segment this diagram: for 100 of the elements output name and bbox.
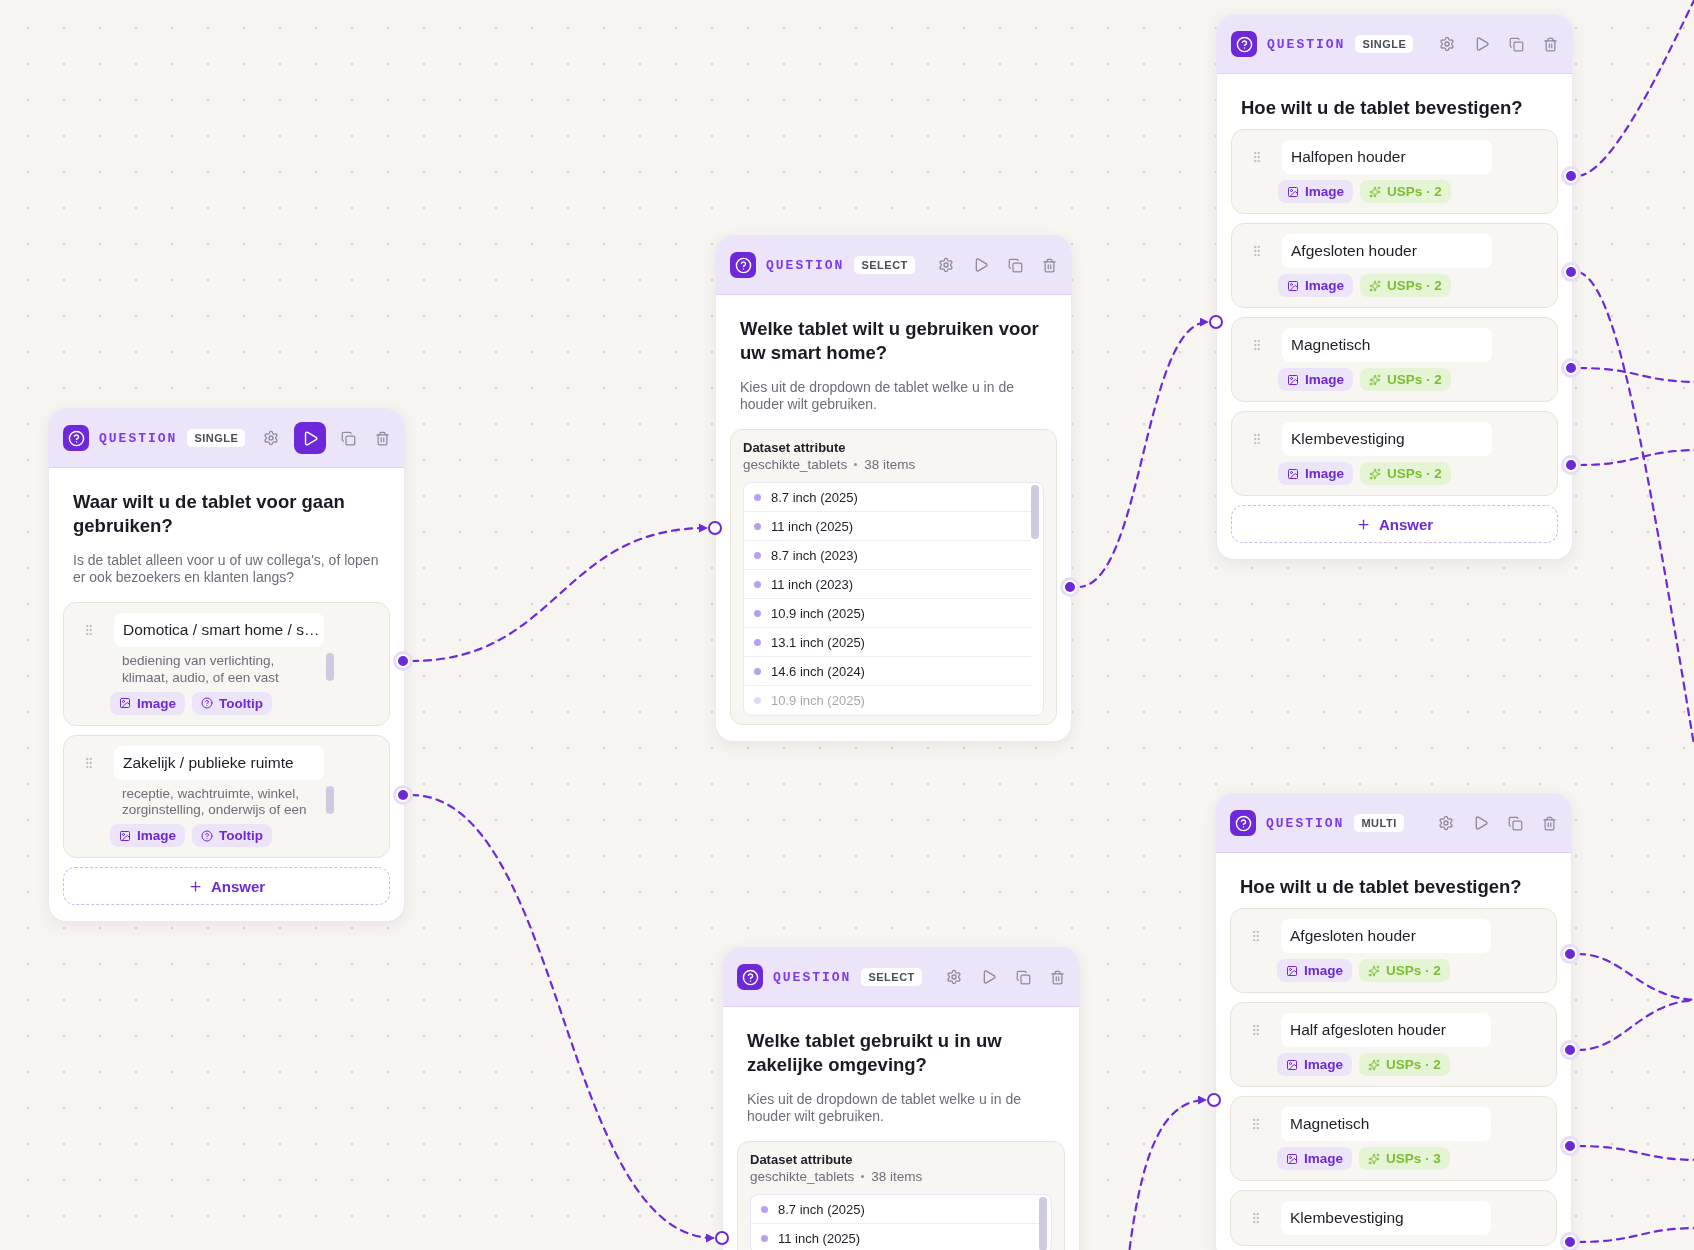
node-type-label: QUESTION <box>766 257 845 273</box>
image-tag: Image <box>1278 274 1354 298</box>
list-item-text: 10.9 inch (2025) <box>771 692 865 708</box>
add-answer-button: Answer <box>1231 505 1558 544</box>
usp-tag: USPs · 2 <box>1360 180 1451 204</box>
answer-text-field: Magnetisch <box>1282 328 1492 363</box>
question-type-tag: MULTI <box>1354 814 1404 832</box>
output-port <box>1564 458 1578 472</box>
image-tag: Image <box>110 691 186 715</box>
list-item-text: 8.7 inch (2025) <box>771 489 858 505</box>
connector-arrow <box>1126 1096 1208 1250</box>
answer-card <box>1230 1190 1557 1247</box>
usp-tag: USPs · 2 <box>1360 368 1451 392</box>
add-answer-button: Answer <box>63 867 390 906</box>
question-title: Hoe wilt u de tablet bevestigen? <box>1240 875 1523 899</box>
output-port <box>1564 169 1578 183</box>
usp-tag: USPs · 2 <box>1360 274 1451 298</box>
usp-tag: USPs · 2 <box>1360 462 1451 486</box>
question-title: Welke tablet wilt u gebruiken voor uw smart home? <box>740 317 1040 366</box>
answer-description: bediening van verlichting, klimaat, audio, of een vast <box>122 653 280 686</box>
list-item-text: 10.9 inch (2025) <box>771 605 865 621</box>
answer-text-field: Afgesloten houder <box>1281 919 1491 954</box>
dataset-name: geschikte_tablets <box>743 457 848 473</box>
question-type-tag: SINGLE <box>187 429 246 447</box>
question-type-tag: SELECT <box>854 256 915 274</box>
answer-text-field: Klembevestiging <box>1281 1201 1491 1236</box>
output-port <box>1563 1235 1577 1249</box>
output-port <box>1563 947 1577 961</box>
list-item-text: 8.7 inch (2025) <box>778 1201 865 1217</box>
list-item-text: 11 inch (2023) <box>771 576 854 592</box>
output-port <box>396 788 410 802</box>
dataset-panel <box>737 1141 1065 1250</box>
answer-card <box>1231 411 1558 497</box>
image-tag: Image <box>1278 462 1354 486</box>
tooltip-tag: Tooltip <box>192 691 272 715</box>
image-tag: Image <box>110 824 186 848</box>
input-port <box>1209 315 1223 329</box>
dataset-panel <box>730 429 1057 726</box>
list-item-text: 14.6 inch (2024) <box>771 663 865 679</box>
answer-card <box>1231 223 1558 309</box>
image-tag: Image <box>1278 180 1354 204</box>
answer-card <box>63 734 390 859</box>
image-tag: Image <box>1277 1053 1353 1077</box>
input-port <box>708 521 722 535</box>
node-type-label: QUESTION <box>99 430 178 446</box>
question-card <box>715 235 1072 743</box>
output-port <box>1063 580 1077 594</box>
output-port <box>1564 265 1578 279</box>
answer-text-field: Domotica / smart home / s… <box>114 613 324 648</box>
answer-card <box>63 602 390 726</box>
output-port <box>396 654 410 668</box>
question-card <box>1215 793 1572 1250</box>
question-title: Waar wilt u de tablet voor gaan gebruiken? <box>73 490 346 539</box>
dataset-label: Dataset attribute <box>750 1152 854 1168</box>
input-port <box>1207 1093 1221 1107</box>
usp-tag: USPs · 2 <box>1359 959 1450 983</box>
dataset-label: Dataset attribute <box>743 440 847 456</box>
list-item-text: 8.7 inch (2023) <box>771 547 858 563</box>
output-port <box>1563 1139 1577 1153</box>
tooltip-tag: Tooltip <box>192 824 272 848</box>
item-count: 38 items <box>871 1169 923 1185</box>
answer-card <box>1230 1002 1557 1088</box>
usp-tag: USPs · 3 <box>1359 1147 1450 1171</box>
image-tag: Image <box>1277 959 1353 983</box>
answer-text-field: Afgesloten houder <box>1282 234 1492 269</box>
question-type-tag: SELECT <box>861 968 922 986</box>
answer-card <box>1230 908 1557 994</box>
usp-tag: USPs · 2 <box>1359 1053 1450 1077</box>
answer-text-field: Halfopen houder <box>1282 140 1492 175</box>
question-description: Kies uit de dropdown de tablet welke u in de houder wilt gebruiken. <box>747 1090 1022 1125</box>
question-card <box>722 947 1080 1250</box>
output-port <box>1564 361 1578 375</box>
answer-card <box>1231 129 1558 215</box>
answer-text-field: Zakelijk / publieke ruimte <box>114 745 324 780</box>
list-item-text: 13.1 inch (2025) <box>771 634 865 650</box>
input-port <box>715 1231 729 1245</box>
question-title: Hoe wilt u de tablet bevestigen? <box>1241 96 1524 120</box>
output-port <box>1563 1043 1577 1057</box>
image-tag: Image <box>1278 368 1354 392</box>
question-card <box>1216 14 1573 561</box>
dropdown-list <box>750 1194 1052 1250</box>
question-title: Welke tablet gebruikt u in uw zakelijke omgeving? <box>747 1029 1003 1078</box>
list-item-text: 11 inch (2025) <box>771 518 854 534</box>
dropdown-list <box>743 482 1044 717</box>
answer-text-field: Half afgesloten houder <box>1281 1013 1491 1048</box>
list-item-text: 11 inch (2025) <box>778 1230 861 1246</box>
node-type-label: QUESTION <box>1266 815 1345 831</box>
node-type-label: QUESTION <box>773 969 852 985</box>
answer-card <box>1231 317 1558 403</box>
item-count: 38 items <box>864 457 916 473</box>
image-tag: Image <box>1277 1147 1353 1171</box>
answer-card <box>1230 1096 1557 1182</box>
question-description: Is de tablet alleen voor u of uw collega's, of lopen er ook bezoekers en klanten langs? <box>73 551 380 586</box>
answer-text-field: Magnetisch <box>1281 1107 1491 1142</box>
question-description: Kies uit de dropdown de tablet welke u in de houder wilt gebruiken. <box>740 378 1015 413</box>
question-card <box>48 408 405 923</box>
node-type-label: QUESTION <box>1267 36 1346 52</box>
dataset-name: geschikte_tablets <box>750 1169 855 1185</box>
answer-description: receptie, wachtruimte, winkel, zorginstelling, onderwijs of een <box>122 785 308 819</box>
question-type-tag: SINGLE <box>1355 35 1414 53</box>
